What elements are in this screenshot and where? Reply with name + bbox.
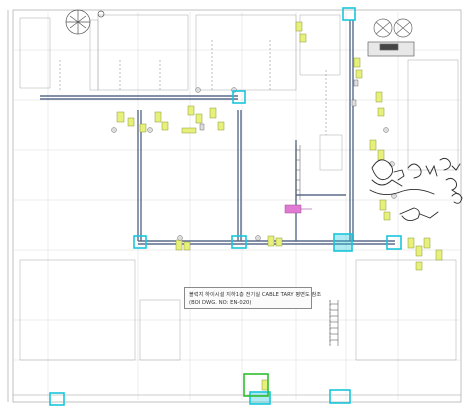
note-line-2: (BOI DWG. NO: EN-020) bbox=[189, 300, 252, 306]
component-symbols bbox=[111, 79, 397, 241]
cyan-markers bbox=[49, 7, 402, 406]
room-walls bbox=[19, 14, 459, 361]
cable-trays bbox=[40, 20, 395, 245]
ladder-symbol bbox=[329, 300, 339, 346]
duct-column bbox=[295, 145, 301, 200]
structural-grid bbox=[14, 12, 460, 400]
pink-component bbox=[284, 204, 312, 214]
equipment-markers bbox=[116, 21, 443, 391]
green-marker bbox=[243, 373, 269, 397]
drawing-note: 블럭지 하이시설 지하1층 전기실 CABLE TARY 평면도 참조 (BOI… bbox=[184, 287, 321, 309]
plant-symbol bbox=[65, 9, 105, 35]
sheet-border bbox=[7, 9, 462, 403]
handwritten-annotations bbox=[369, 157, 463, 221]
fan-units bbox=[367, 18, 415, 57]
note-line-1: 블럭지 하이시설 지하1층 전기실 CABLE TARY 평면도 참조 bbox=[189, 292, 322, 298]
cyan-fills bbox=[250, 234, 352, 404]
